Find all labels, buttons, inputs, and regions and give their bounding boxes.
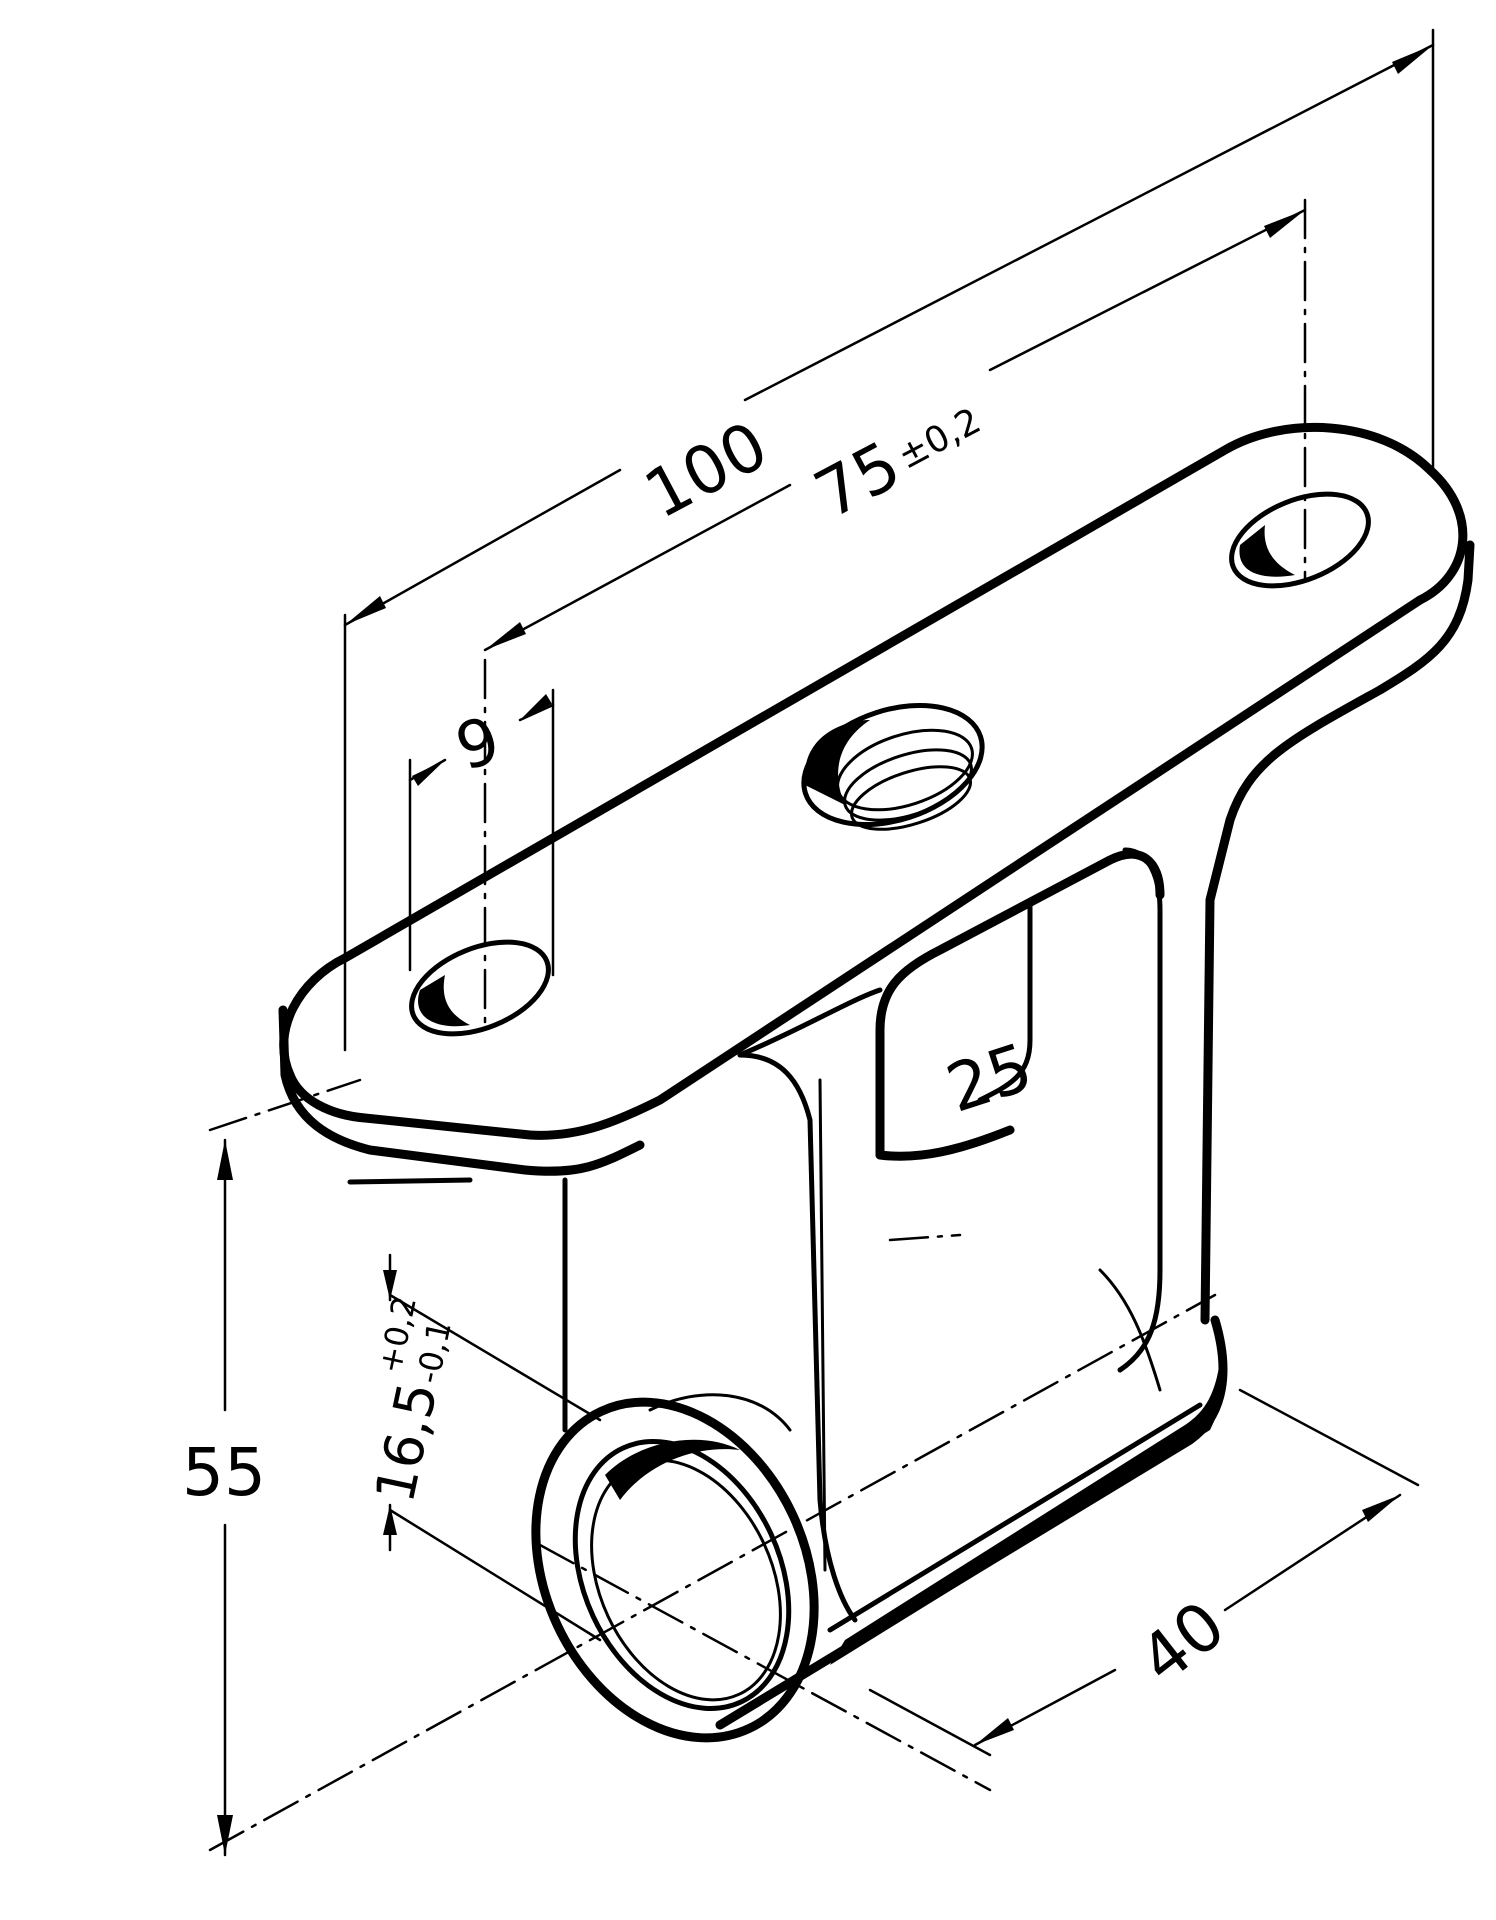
plate-thickness-left: [278, 1005, 530, 1175]
dim-55-arrow-bottom: [217, 1815, 233, 1855]
dimension-lines: [217, 28, 1435, 1857]
web-bore-bottom: [875, 1125, 1015, 1161]
web-inner-arch-right: [977, 902, 1033, 1103]
dim-16-arrow-top: [383, 1270, 397, 1300]
dim-40-extension-left: [868, 1688, 992, 1757]
centerline-height-ref: [208, 1078, 362, 1132]
mounting-plate: [278, 422, 1475, 1325]
sleeve-underside-shadow: [830, 1360, 1223, 1665]
dim-100-arrow-right: [1392, 45, 1433, 74]
sleeve-bore-shadow: [605, 1439, 740, 1500]
plate-underside-edge: [347, 1177, 473, 1185]
dim-9-arrow-right: [520, 694, 552, 720]
dim-40-extension-right: [1238, 1388, 1420, 1487]
threaded-hole-center: [801, 702, 985, 831]
dim-75-arrow-right: [1264, 210, 1305, 238]
label-bore-diameter: 25: [938, 1028, 1042, 1127]
web-front-arc: [737, 987, 883, 1058]
label-hole-diameter: 9: [447, 703, 509, 786]
mounting-hole-right: [1229, 491, 1371, 589]
sleeve-bore: [572, 1439, 792, 1711]
sleeve-outer-face: [531, 1397, 819, 1743]
sleeve: [531, 1315, 1228, 1743]
web-left-upright: [737, 1052, 858, 1623]
web-fillet-line: [818, 1078, 827, 1572]
centerline-sleeve-axis: [208, 1293, 1217, 1852]
label-overall-length: 100: [632, 407, 779, 534]
dim-16-extension-top: [388, 1293, 602, 1422]
dim-9-arrow-left: [412, 760, 445, 786]
plate-thickness-right: [1200, 540, 1475, 1325]
dim-75-arrow-left: [485, 622, 526, 650]
dim-9-line-right: [518, 703, 555, 722]
label-sleeve-length: 40: [1126, 1586, 1240, 1698]
plate-top-edge-front: [285, 595, 1425, 1140]
label-sleeve-bore: 16,5: [363, 1377, 450, 1508]
dim-40-arrow-left: [975, 1718, 1014, 1745]
dim-75-line-a: [483, 483, 792, 652]
sleeve-top-edge: [827, 1402, 1203, 1633]
dim-16-arrow-bottom: [383, 1505, 397, 1535]
centerline-sleeve-cross: [538, 1543, 992, 1792]
web-inner-arch: [875, 849, 1165, 1160]
mounting-hole-left: [409, 939, 551, 1037]
dim-100-arrow-left: [345, 596, 386, 625]
dim-100-line-b: [743, 43, 1435, 402]
dim-100-line-a: [343, 468, 622, 627]
dim-75-line-b: [988, 208, 1307, 372]
label-hole-spacing-tolerance: ±0,2: [891, 400, 987, 477]
web-right-fillet: [1098, 1268, 1162, 1392]
bracket-web: [562, 847, 1165, 1623]
label-height: 55: [182, 1434, 266, 1511]
web-right-upright: [1117, 847, 1163, 1373]
dim-55-arrow-top: [217, 1140, 233, 1180]
plate-thickness-bottom: [520, 1140, 645, 1176]
center-lines: [208, 198, 1307, 1852]
sleeve-top-highlight: [648, 1393, 792, 1432]
plate-top-edge-back: [279, 422, 1468, 1080]
dim-16-extension-bottom: [388, 1508, 602, 1642]
centerline-web: [888, 1233, 962, 1242]
dim-40-arrow-right: [1362, 1495, 1400, 1522]
